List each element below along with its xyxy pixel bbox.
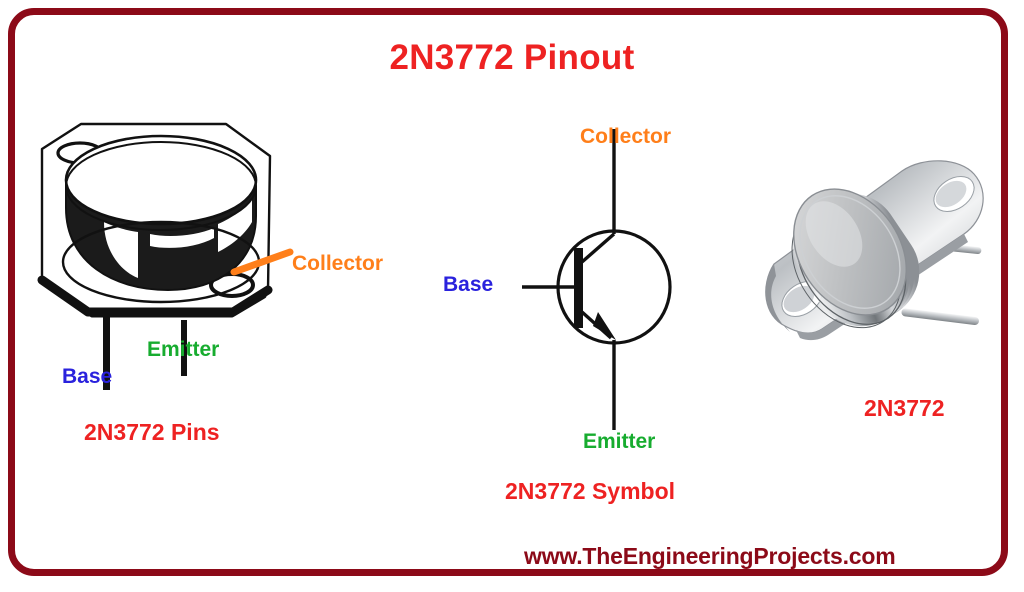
npn-symbol-svg xyxy=(522,129,672,430)
package-leads xyxy=(103,308,187,390)
photo-flange-edge-2 xyxy=(796,234,968,341)
collector-leader-line xyxy=(230,248,294,276)
label-base-symbol: Base xyxy=(443,273,494,296)
label-emitter-symbol: Emitter xyxy=(583,430,656,453)
to3-photo-svg xyxy=(765,160,984,341)
can-highlight-left xyxy=(104,222,138,278)
photo-hole-lower-inner xyxy=(783,285,815,313)
page-title: 2N3772 Pinout xyxy=(389,38,635,77)
flange-edge-shadow-2 xyxy=(45,281,267,318)
photo-can-top-rim xyxy=(799,195,901,309)
transistor-symbol-drawing xyxy=(430,112,730,457)
can-top-rim xyxy=(65,141,257,231)
collector-slant xyxy=(580,232,616,264)
caption-part-number: 2N3772 xyxy=(864,395,945,421)
can-highlight-right xyxy=(218,200,252,252)
label-collector-pins: Collector xyxy=(292,252,384,275)
photo-flange-edge xyxy=(765,264,790,332)
can-highlight-center xyxy=(150,228,214,248)
caption-pins: 2N3772 Pins xyxy=(84,419,220,445)
to3-line-art-svg xyxy=(37,122,294,390)
symbol-envelope-circle xyxy=(556,229,672,345)
label-base-pins: Base xyxy=(62,365,113,388)
label-emitter-pins: Emitter xyxy=(147,338,220,361)
caption-symbol: 2N3772 Symbol xyxy=(505,478,676,504)
lead-lower xyxy=(901,308,979,325)
transistor-photo xyxy=(752,136,1012,406)
can-top-face xyxy=(64,134,258,226)
emitter-arrowhead xyxy=(593,312,616,340)
label-collector-symbol: Collector xyxy=(580,125,672,148)
footer-website-url: www.TheEngineeringProjects.com xyxy=(524,543,896,569)
base-bar xyxy=(574,248,583,328)
transistor-pins-drawing xyxy=(18,112,438,412)
photo-hole-upper-inner xyxy=(935,180,967,208)
photo-can-specular xyxy=(805,201,863,267)
